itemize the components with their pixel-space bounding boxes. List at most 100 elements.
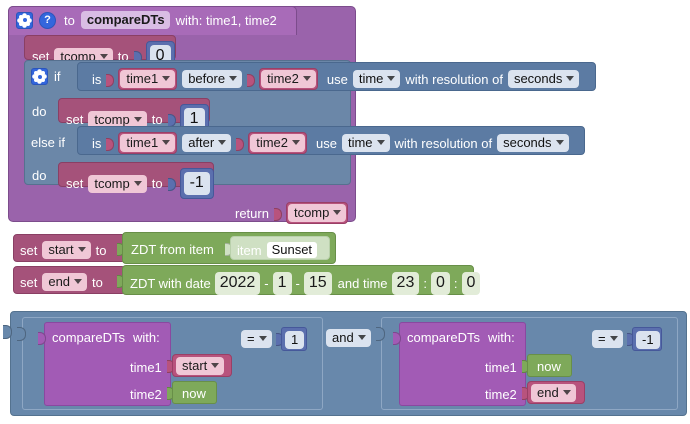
chevron-down-icon xyxy=(99,53,108,59)
to-label: to xyxy=(151,176,163,191)
variable-dropdown-end[interactable]: end xyxy=(42,273,88,291)
return-label: return xyxy=(235,205,269,221)
variable-start-field[interactable]: start xyxy=(176,357,225,375)
chevron-down-icon xyxy=(133,116,142,122)
number-value[interactable]: -1 xyxy=(183,172,210,195)
else-if-label: else if xyxy=(31,135,65,150)
compare-number-2[interactable]: -1 xyxy=(636,331,660,349)
variable-name: time2 xyxy=(267,71,299,86)
hour-field[interactable]: 23 xyxy=(391,272,420,295)
day-field[interactable]: 15 xyxy=(303,272,332,295)
value-socket xyxy=(167,174,176,193)
use-label: use xyxy=(316,135,337,151)
number-block-minus1[interactable]: -1 xyxy=(179,168,214,199)
left-comparison-group xyxy=(22,317,323,410)
left-group-notch xyxy=(17,327,26,341)
call-comparedts-block-2[interactable] xyxy=(399,322,526,406)
use-label: use xyxy=(326,71,348,87)
operator-dropdown-after[interactable]: after xyxy=(182,134,232,152)
call-1-arg1-label: time1 xyxy=(130,360,162,375)
variable-time2[interactable]: time2 xyxy=(259,68,318,90)
variable-time2[interactable]: time2 xyxy=(248,132,307,154)
chevron-down-icon xyxy=(376,140,385,145)
resolution-dropdown-seconds[interactable]: seconds xyxy=(497,134,569,152)
variable-time1[interactable]: time1 xyxy=(118,68,178,90)
now-block-1[interactable] xyxy=(172,381,217,404)
right-operand-socket xyxy=(236,134,245,153)
is-label: is xyxy=(92,71,102,87)
left-operand-socket xyxy=(106,70,115,89)
month-field[interactable]: 1 xyxy=(272,272,292,295)
second-field[interactable]: 0 xyxy=(461,272,481,295)
call-comparedts-block-1[interactable] xyxy=(44,322,171,406)
chevron-down-icon xyxy=(133,180,142,186)
set-label: set xyxy=(66,176,84,191)
set-label: set xyxy=(20,242,38,258)
comparator-dropdown-2[interactable]: = xyxy=(592,330,623,348)
chevron-down-icon xyxy=(333,210,342,215)
variable-dropdown-tcomp[interactable]: tcomp xyxy=(88,110,147,129)
left-operand-socket xyxy=(106,134,115,153)
call-name-label: compareDTs xyxy=(407,330,480,345)
set-label: set xyxy=(20,274,38,290)
compare-number-1[interactable]: 1 xyxy=(285,331,305,349)
question-mark-icon[interactable]: ? xyxy=(39,11,56,29)
is-label: is xyxy=(92,135,102,151)
to-label: to xyxy=(117,49,129,64)
item-content: item Sunset xyxy=(237,242,318,258)
variable-dropdown-tcomp[interactable]: tcomp xyxy=(88,174,147,193)
chevron-down-icon xyxy=(162,76,171,81)
if-row: if xyxy=(31,68,61,85)
chevron-down-icon xyxy=(357,335,366,340)
and-operator-dropdown[interactable]: and xyxy=(326,329,371,347)
resolution-label: with resolution of xyxy=(394,135,493,151)
chevron-down-icon xyxy=(562,390,571,395)
procedure-name-field[interactable]: compareDTs xyxy=(80,11,170,29)
gear-icon[interactable] xyxy=(16,11,33,29)
minute-field[interactable]: 0 xyxy=(430,272,450,295)
to-label: to xyxy=(92,274,103,290)
use-dropdown-time[interactable]: time xyxy=(352,70,401,88)
set-end-content: set end to xyxy=(20,273,103,291)
date-separator-1: - xyxy=(264,276,269,291)
call-1-arg2-label: time2 xyxy=(130,387,162,402)
right-operand-socket xyxy=(247,70,256,89)
chevron-down-icon xyxy=(292,140,300,145)
item-value-field[interactable]: Sunset xyxy=(266,242,318,258)
date-separator-2: - xyxy=(295,276,300,291)
time-colon-2: : xyxy=(453,276,458,291)
resolution-label: with resolution of xyxy=(405,71,503,87)
call-2-arg2-label: time2 xyxy=(485,387,517,402)
now-block-2[interactable] xyxy=(527,354,572,377)
gear-icon[interactable] xyxy=(31,68,48,85)
variable-tcomp-return[interactable]: tcomp xyxy=(285,202,349,224)
chevron-down-icon xyxy=(77,247,86,252)
comparator-dropdown-1[interactable]: = xyxy=(241,330,272,348)
now-label: now xyxy=(537,359,561,374)
zdt-from-item-label: ZDT from item xyxy=(131,242,214,257)
year-field[interactable]: 2022 xyxy=(214,272,261,295)
chevron-down-icon xyxy=(229,76,238,81)
do-label-2: do xyxy=(32,168,47,183)
procedure-params-label: with: time1, time2 xyxy=(175,12,277,28)
to-label: to xyxy=(151,112,163,127)
variable-name: tcomp xyxy=(60,48,96,64)
chevron-down-icon xyxy=(218,140,227,145)
do-label-1: do xyxy=(32,104,47,119)
resolution-dropdown-seconds[interactable]: seconds xyxy=(507,70,580,88)
set-start-content: set start to xyxy=(20,241,106,259)
variable-dropdown-start[interactable]: start xyxy=(42,241,91,259)
use-dropdown-time[interactable]: time xyxy=(341,134,390,152)
call-name-label: compareDTs xyxy=(52,330,125,345)
chevron-down-icon xyxy=(211,363,220,368)
right-group-notch xyxy=(376,327,385,341)
chevron-down-icon xyxy=(162,140,171,145)
set-label: set xyxy=(66,112,84,127)
call-with-label: with: xyxy=(487,330,515,345)
operator-dropdown-before[interactable]: before xyxy=(182,70,243,88)
chevron-down-icon xyxy=(555,140,564,145)
variable-time1[interactable]: time1 xyxy=(118,132,178,154)
variable-end-field[interactable]: end xyxy=(531,384,576,402)
chevron-down-icon xyxy=(258,336,267,341)
number-value[interactable]: 1 xyxy=(183,108,205,131)
